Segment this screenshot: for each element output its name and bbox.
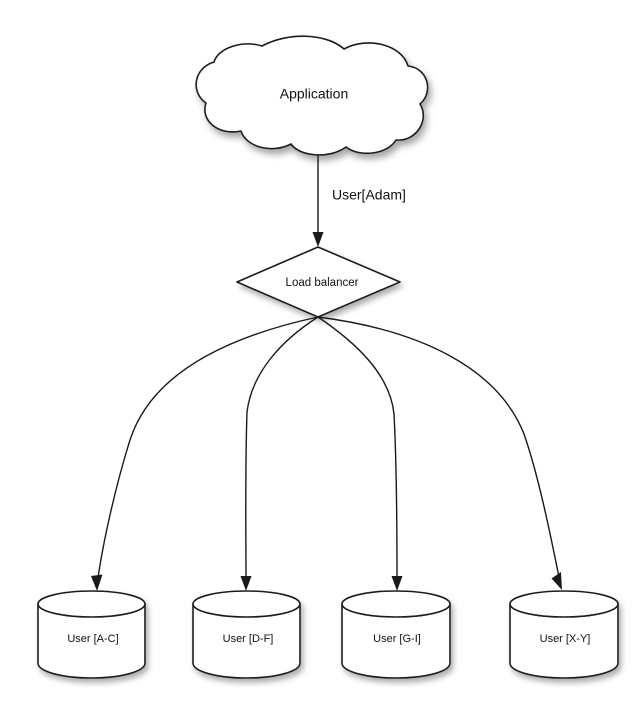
request-edge-arrowhead: [312, 232, 324, 247]
shard-edge-arrowhead-1: [91, 574, 103, 591]
shard-edge-line-2: [245, 316, 319, 579]
node-shard-3[interactable]: User [G-I]: [341, 590, 451, 679]
diamond-label: Load balancer: [286, 277, 359, 289]
shard-edge-arrowhead-4: [551, 572, 562, 590]
edge-balancer-to-shard-3[interactable]: [317, 316, 403, 591]
shard-label-1: User [A-C]: [67, 633, 118, 645]
edge-balancer-to-shard-2[interactable]: [240, 316, 319, 591]
shard-edge-line-1: [97, 316, 319, 579]
shard-edge-line-4: [317, 316, 560, 578]
node-load-balancer[interactable]: Load balancer: [236, 246, 401, 318]
node-shard-1[interactable]: User [A-C]: [37, 590, 146, 679]
cylinder-body-2: [192, 603, 301, 679]
edge-balancer-to-shard-4[interactable]: [317, 316, 562, 590]
cylinder-top-2: [192, 590, 301, 618]
cylinder-top-4: [509, 590, 619, 618]
node-shard-4[interactable]: User [X-Y]: [509, 590, 619, 679]
cylinder-body-4: [509, 603, 619, 679]
node-shard-2[interactable]: User [D-F]: [192, 590, 301, 679]
edge-balancer-to-shard-1[interactable]: [91, 316, 319, 591]
shard-label-2: User [D-F]: [223, 633, 274, 645]
shard-edge-arrowhead-3: [391, 576, 403, 591]
edge-application-to-balancer[interactable]: User[Adam]: [312, 155, 406, 247]
shard-label-4: User [X-Y]: [540, 633, 591, 645]
cylinder-body-1: [37, 603, 146, 679]
cylinder-top-1: [37, 590, 146, 618]
shard-edge-arrowhead-2: [240, 576, 252, 591]
cylinder-top-3: [341, 590, 451, 618]
node-application[interactable]: Application: [195, 35, 429, 156]
cloud-label: Application: [280, 86, 349, 102]
shard-edge-line-3: [317, 316, 398, 579]
request-edge-label: User[Adam]: [332, 187, 406, 203]
shard-label-3: User [G-I]: [373, 633, 421, 645]
cylinder-body-3: [341, 603, 451, 679]
cloud-shape: [195, 35, 429, 156]
